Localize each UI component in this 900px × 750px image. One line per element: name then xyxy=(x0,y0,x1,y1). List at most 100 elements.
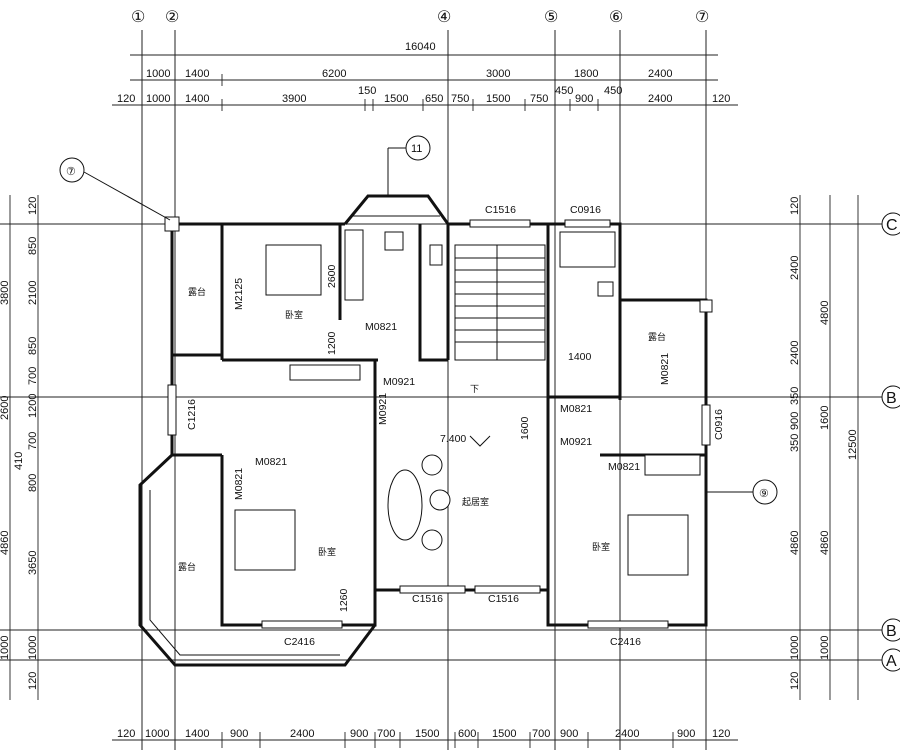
room-name: 露台 xyxy=(178,561,196,573)
window-label: C0916 xyxy=(713,409,725,440)
door-label: M0921 xyxy=(377,393,389,425)
dim-label: 120 xyxy=(789,672,801,690)
window-label: C2416 xyxy=(610,636,641,648)
dim-label: 900 xyxy=(350,728,368,740)
axis-bubbles-right: C B B A xyxy=(881,212,900,672)
callouts: ⑦ 11 ⑨ xyxy=(59,135,778,505)
dim-label: 150 xyxy=(358,85,376,97)
dim-label: 2400 xyxy=(648,93,672,105)
dim-label: 2600 xyxy=(0,396,11,420)
door-label: M0821 xyxy=(365,321,397,333)
windows xyxy=(167,219,711,629)
dim-label: 2400 xyxy=(648,68,672,80)
dim-label: 1600 xyxy=(519,416,531,440)
dim-label: 900 xyxy=(677,728,695,740)
dim-label: 1500 xyxy=(492,728,516,740)
window-labels: C1516 C0916 C1216 C0916 C1516 C1516 C241… xyxy=(186,204,725,648)
window-label: C1516 xyxy=(412,593,443,605)
dim-label: 1600 xyxy=(819,406,831,430)
dim-label: 850 xyxy=(27,237,39,255)
door-label: M0821 xyxy=(659,353,671,385)
dim-label: 2400 xyxy=(615,728,639,740)
door-label: M0821 xyxy=(560,403,592,415)
dim-label: 900 xyxy=(230,728,248,740)
callout-label: ⑦ xyxy=(66,166,76,178)
top-dimensions: 16040 1000 1400 6200 3000 1800 2400 120 … xyxy=(112,41,738,111)
dim-label: 1200 xyxy=(27,394,39,418)
dim-label: 1400 xyxy=(568,351,592,363)
dim-label: 4860 xyxy=(789,531,801,555)
dim-label: 3900 xyxy=(282,93,306,105)
door-labels: M2125 M0821 M0921 M0921 M0821 M0821 M082… xyxy=(233,278,671,500)
dim-label: 800 xyxy=(27,474,39,492)
dim-label: 3650 xyxy=(27,551,39,575)
bottom-dimensions: 120 1000 1400 900 2400 900 700 1500 600 … xyxy=(112,728,738,748)
axis-label: A xyxy=(886,653,897,670)
axis-label: ① xyxy=(131,9,145,26)
axis-label: ⑤ xyxy=(544,9,558,26)
axis-bubbles-top: ① ② ④ ⑤ ⑥ ⑦ xyxy=(131,9,709,26)
dim-label: 12500 xyxy=(847,429,859,460)
dim-label: 850 xyxy=(27,337,39,355)
dim-label: 700 xyxy=(532,728,550,740)
room-names: 露台 卧室 露台 卧室 起居室 露台 卧室 xyxy=(178,286,666,573)
window-label: C1516 xyxy=(488,593,519,605)
dim-label: 410 xyxy=(13,452,25,470)
axis-label: ④ xyxy=(437,9,451,26)
dim-label: 900 xyxy=(575,93,593,105)
dim-label: 4860 xyxy=(0,531,11,555)
axis-label: B xyxy=(886,623,897,640)
room-name: 起居室 xyxy=(462,496,489,508)
dim-label: 750 xyxy=(530,93,548,105)
left-dimensions: 120 850 3800 2100 850 700 2600 1200 700 … xyxy=(0,195,39,700)
dim-label: 1000 xyxy=(0,636,11,660)
interior-dims: 2600 1200 1400 1600 1260 xyxy=(326,264,592,612)
dim-label: 2400 xyxy=(290,728,314,740)
dim-label: 600 xyxy=(458,728,476,740)
dim-label: 1000 xyxy=(146,68,170,80)
door-label: M0821 xyxy=(608,461,640,473)
dim-label: 350 xyxy=(789,434,801,452)
overall-width: 16040 xyxy=(405,41,436,53)
callout-label: 11 xyxy=(411,143,422,155)
dim-label: 2600 xyxy=(326,264,338,288)
axis-label: ⑥ xyxy=(609,9,623,26)
room-name: 露台 xyxy=(648,331,666,343)
room-name: 露台 xyxy=(188,286,206,298)
level-marker: 7.400 xyxy=(440,433,491,447)
dim-label: 1200 xyxy=(326,331,338,355)
dim-label: 1500 xyxy=(415,728,439,740)
dim-label: 1400 xyxy=(185,728,209,740)
window-label: C1516 xyxy=(485,204,516,216)
dim-label: 120 xyxy=(117,93,135,105)
dim-label: 1000 xyxy=(27,636,39,660)
dim-label: 1000 xyxy=(145,728,169,740)
dim-label: 1260 xyxy=(338,588,350,612)
room-name: 卧室 xyxy=(318,546,336,558)
dim-label: 120 xyxy=(712,93,730,105)
dim-label: 1000 xyxy=(789,636,801,660)
dim-label: 1500 xyxy=(384,93,408,105)
dim-label: 650 xyxy=(425,93,443,105)
dim-label: 4800 xyxy=(819,301,831,325)
dim-label: 900 xyxy=(789,412,801,430)
dim-label: 450 xyxy=(555,85,573,97)
dim-label: 1000 xyxy=(819,636,831,660)
dim-label: 120 xyxy=(789,197,801,215)
dim-label: 700 xyxy=(27,367,39,385)
dim-label: 1000 xyxy=(146,93,170,105)
dim-label: 6200 xyxy=(322,68,346,80)
dim-label: 1800 xyxy=(574,68,598,80)
axis-grid xyxy=(0,30,882,750)
callout-label: ⑨ xyxy=(759,488,769,500)
dim-label: 120 xyxy=(27,197,39,215)
level-label: 7.400 xyxy=(440,433,466,445)
axis-label: B xyxy=(886,390,897,407)
right-dimensions: 120 2400 4800 2400 350 900 350 1600 1250… xyxy=(789,195,859,700)
dim-label: 2400 xyxy=(789,341,801,365)
dim-label: 3800 xyxy=(0,281,11,305)
dim-label: 450 xyxy=(604,85,622,97)
dim-label: 350 xyxy=(789,387,801,405)
dim-label: 750 xyxy=(451,93,469,105)
